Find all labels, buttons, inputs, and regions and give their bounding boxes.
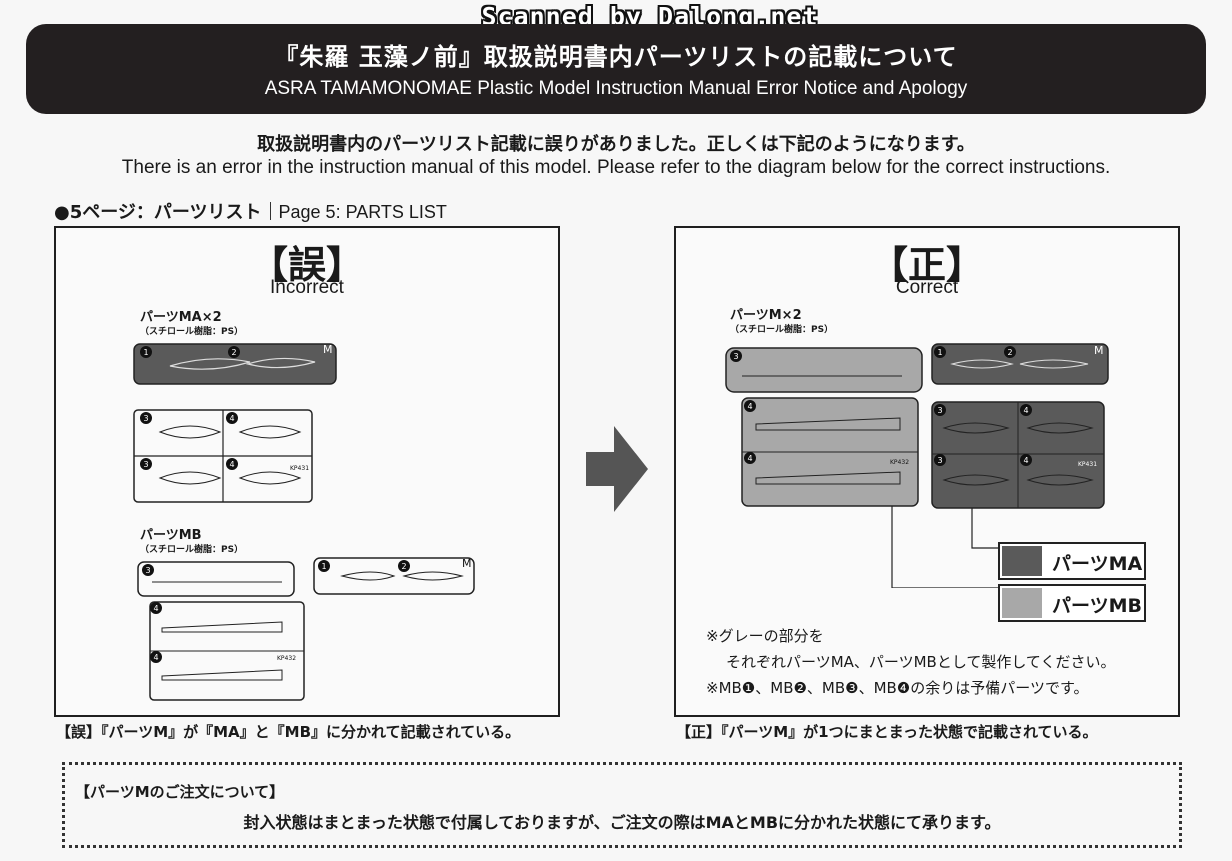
correct-panel: 【正】 Correct パーツM×2 （スチロール樹脂：PS） 3 4 4 1 …	[674, 226, 1180, 717]
num-1b: 1	[321, 562, 326, 571]
incorrect-label: Incorrect	[270, 277, 344, 298]
num-4h: 4	[1023, 456, 1028, 465]
order-notice-box: 【パーツMのご注文について】 封入状態はまとまった状態で付属しておりますが、ご注…	[62, 762, 1182, 848]
num-3b: 3	[143, 460, 148, 469]
num-1c: 1	[937, 348, 942, 357]
header-title-en: ASRA TAMAMONOMAE Plastic Model Instructi…	[264, 78, 968, 99]
num-2c: 2	[1007, 348, 1012, 357]
intro-jp: 取扱説明書内のパーツリスト記載に誤りがありました。正しくは下記のようになります。	[257, 134, 975, 155]
note-line-2: それぞれパーツMA、パーツMBとして製作してください。	[726, 653, 1116, 671]
num-4b: 4	[229, 460, 234, 469]
legend-mb-swatch	[1002, 588, 1042, 618]
num-4c: 4	[153, 604, 158, 613]
section-title: ●5ページ：パーツリスト Page 5: PARTS LIST	[54, 198, 447, 224]
num-3: 3	[143, 414, 148, 423]
sprue-code-kp432b: KP432	[890, 459, 909, 466]
sprue-code-kp431: KP431	[290, 465, 309, 472]
legend-mb-label: パーツMB	[1052, 595, 1143, 617]
header-title-jp: 『朱羅 玉藻ノ前』取扱説明書内パーツリストの記載について	[274, 43, 958, 71]
sprue-ma-sub: （スチロール樹脂：PS）	[140, 327, 244, 337]
correct-label: Correct	[895, 277, 959, 298]
sprue-m-title: パーツM×2	[730, 308, 802, 323]
num-3c: 3	[145, 566, 150, 575]
num-3d: 3	[733, 352, 738, 361]
num-4f: 4	[747, 454, 752, 463]
header-banner: 『朱羅 玉藻ノ前』取扱説明書内パーツリストの記載について ASRA TAMAMO…	[26, 24, 1206, 114]
num-3e: 3	[937, 406, 942, 415]
correct-caption: 【正】『パーツM』が1つにまとまった状態で記載されている。	[676, 723, 1098, 741]
section-divider	[269, 202, 271, 220]
sprue-ma-diagram: 1 2 M 3 4 3 4 KP431	[133, 343, 337, 503]
sprue-m-sub: （スチロール樹脂：PS）	[730, 325, 834, 335]
sprue-ma-title: パーツMA×2	[140, 310, 222, 325]
sprue-mb-diagram: 3 1 2 M 4 4 KP432	[137, 557, 475, 701]
section-title-en: Page 5: PARTS LIST	[278, 202, 447, 222]
legend-ma-label: パーツMA	[1052, 553, 1143, 575]
num-3f: 3	[937, 456, 942, 465]
num-2b: 2	[401, 562, 406, 571]
incorrect-bracket: 【誤】	[249, 243, 364, 287]
num-4g: 4	[1023, 406, 1028, 415]
legend-mb: パーツMB	[998, 584, 1146, 622]
incorrect-caption: 【誤】『パーツM』が『MA』と『MB』に分かれて記載されている。	[56, 723, 521, 741]
num-4e: 4	[747, 402, 752, 411]
legend-ma: パーツMA	[998, 542, 1146, 580]
section-title-jp: ●5ページ：パーツリスト	[54, 202, 262, 223]
note-line-1: ※グレーの部分を	[706, 627, 824, 645]
sprue-m-diagram: 3 4 4 1 2 M 3 4 3 4 KP432 KP431	[725, 343, 1109, 588]
note-line-3: ※MB❶、MB❷、MB❸、MB❹の余りは予備パーツです。	[706, 679, 1089, 697]
num-4: 4	[229, 414, 234, 423]
correct-bracket: 【正】	[869, 243, 984, 287]
legend-ma-swatch	[1002, 546, 1042, 576]
incorrect-panel: 【誤】 Incorrect パーツMA×2 （スチロール樹脂：PS） 1 2 M…	[54, 226, 560, 717]
sprue-code-kp432: KP432	[277, 655, 296, 662]
sprue-code-m: M	[323, 343, 333, 356]
num-2: 2	[231, 348, 236, 357]
order-notice-body: 封入状態はまとまった状態で付属しておりますが、ご注文の際はMAとMBに分かれた状…	[243, 813, 1001, 832]
sprue-code-m2: M	[462, 557, 472, 570]
sprue-mb-title: パーツMB	[140, 528, 202, 543]
num-1: 1	[143, 348, 148, 357]
order-notice-heading: 【パーツMのご注文について】	[75, 783, 285, 801]
sprue-code-kp431b: KP431	[1078, 461, 1097, 468]
num-4d: 4	[153, 653, 158, 662]
arrow-right-icon	[586, 426, 648, 512]
intro-en: There is an error in the instruction man…	[121, 157, 1111, 178]
sprue-mb-sub: （スチロール樹脂：PS）	[140, 545, 244, 555]
sprue-code-m3: M	[1094, 344, 1104, 357]
